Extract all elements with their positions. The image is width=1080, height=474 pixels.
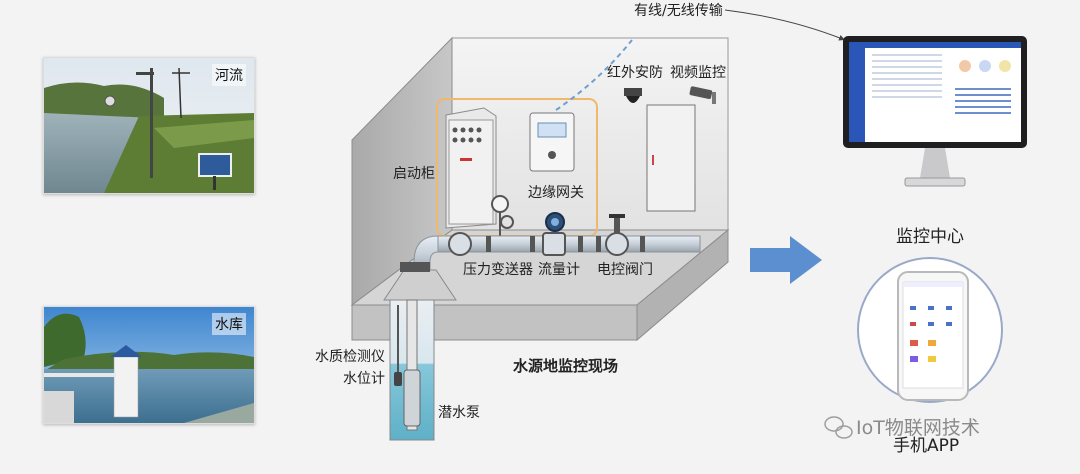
flow-meter-icon bbox=[545, 212, 565, 232]
water-quality-label: 水质检测仪 bbox=[315, 349, 385, 365]
river-image bbox=[44, 58, 254, 193]
pressure-transmitter-icon bbox=[448, 232, 472, 256]
pressure-transmitter-label: 压力变送器 bbox=[463, 262, 533, 278]
site-title: 水源地监控现场 bbox=[513, 357, 619, 375]
phone-icon bbox=[897, 271, 969, 401]
submersible-pump-icon bbox=[403, 369, 421, 427]
flow-arrow bbox=[750, 236, 822, 284]
infrared-label: 红外安防 bbox=[607, 65, 663, 81]
monitor-center-label: 监控中心 bbox=[896, 227, 964, 247]
transmission-label: 有线/无线传输 bbox=[634, 3, 723, 19]
transmission-line bbox=[724, 9, 846, 41]
level-sensor-icon bbox=[394, 372, 402, 386]
wireless-link bbox=[555, 39, 633, 111]
pressure-gauge-icon bbox=[491, 195, 514, 236]
main-pipe bbox=[437, 235, 701, 253]
starter-cabinet bbox=[445, 107, 497, 229]
wechat-icon bbox=[824, 416, 853, 439]
edge-gateway-label: 边缘网关 bbox=[528, 185, 584, 201]
water-level-label: 水位计 bbox=[343, 371, 385, 387]
reservoir-label: 水库 bbox=[212, 313, 246, 335]
flow-meter-body bbox=[542, 232, 566, 256]
electric-valve-label: 电控阀门 bbox=[597, 262, 653, 278]
starter-cabinet-label: 启动柜 bbox=[393, 166, 435, 182]
watermark: IoT物联网技术 bbox=[856, 417, 980, 439]
pump-label: 潜水泵 bbox=[438, 405, 480, 421]
river-photo: 河流 bbox=[43, 57, 255, 194]
electric-valve-icon bbox=[605, 214, 629, 256]
flow-meter-label: 流量计 bbox=[538, 262, 580, 278]
door bbox=[646, 104, 696, 212]
mobile-app-label: 手机APP bbox=[893, 436, 960, 456]
reservoir-photo: 水库 bbox=[43, 306, 255, 424]
slab-side bbox=[636, 228, 729, 342]
video-camera-icon bbox=[689, 86, 716, 104]
video-label: 视频监控 bbox=[670, 65, 726, 81]
monitor-icon bbox=[843, 36, 1027, 187]
infrared-sensor-icon bbox=[624, 88, 642, 103]
edge-gateway-device bbox=[529, 112, 575, 172]
river-label: 河流 bbox=[212, 64, 246, 86]
